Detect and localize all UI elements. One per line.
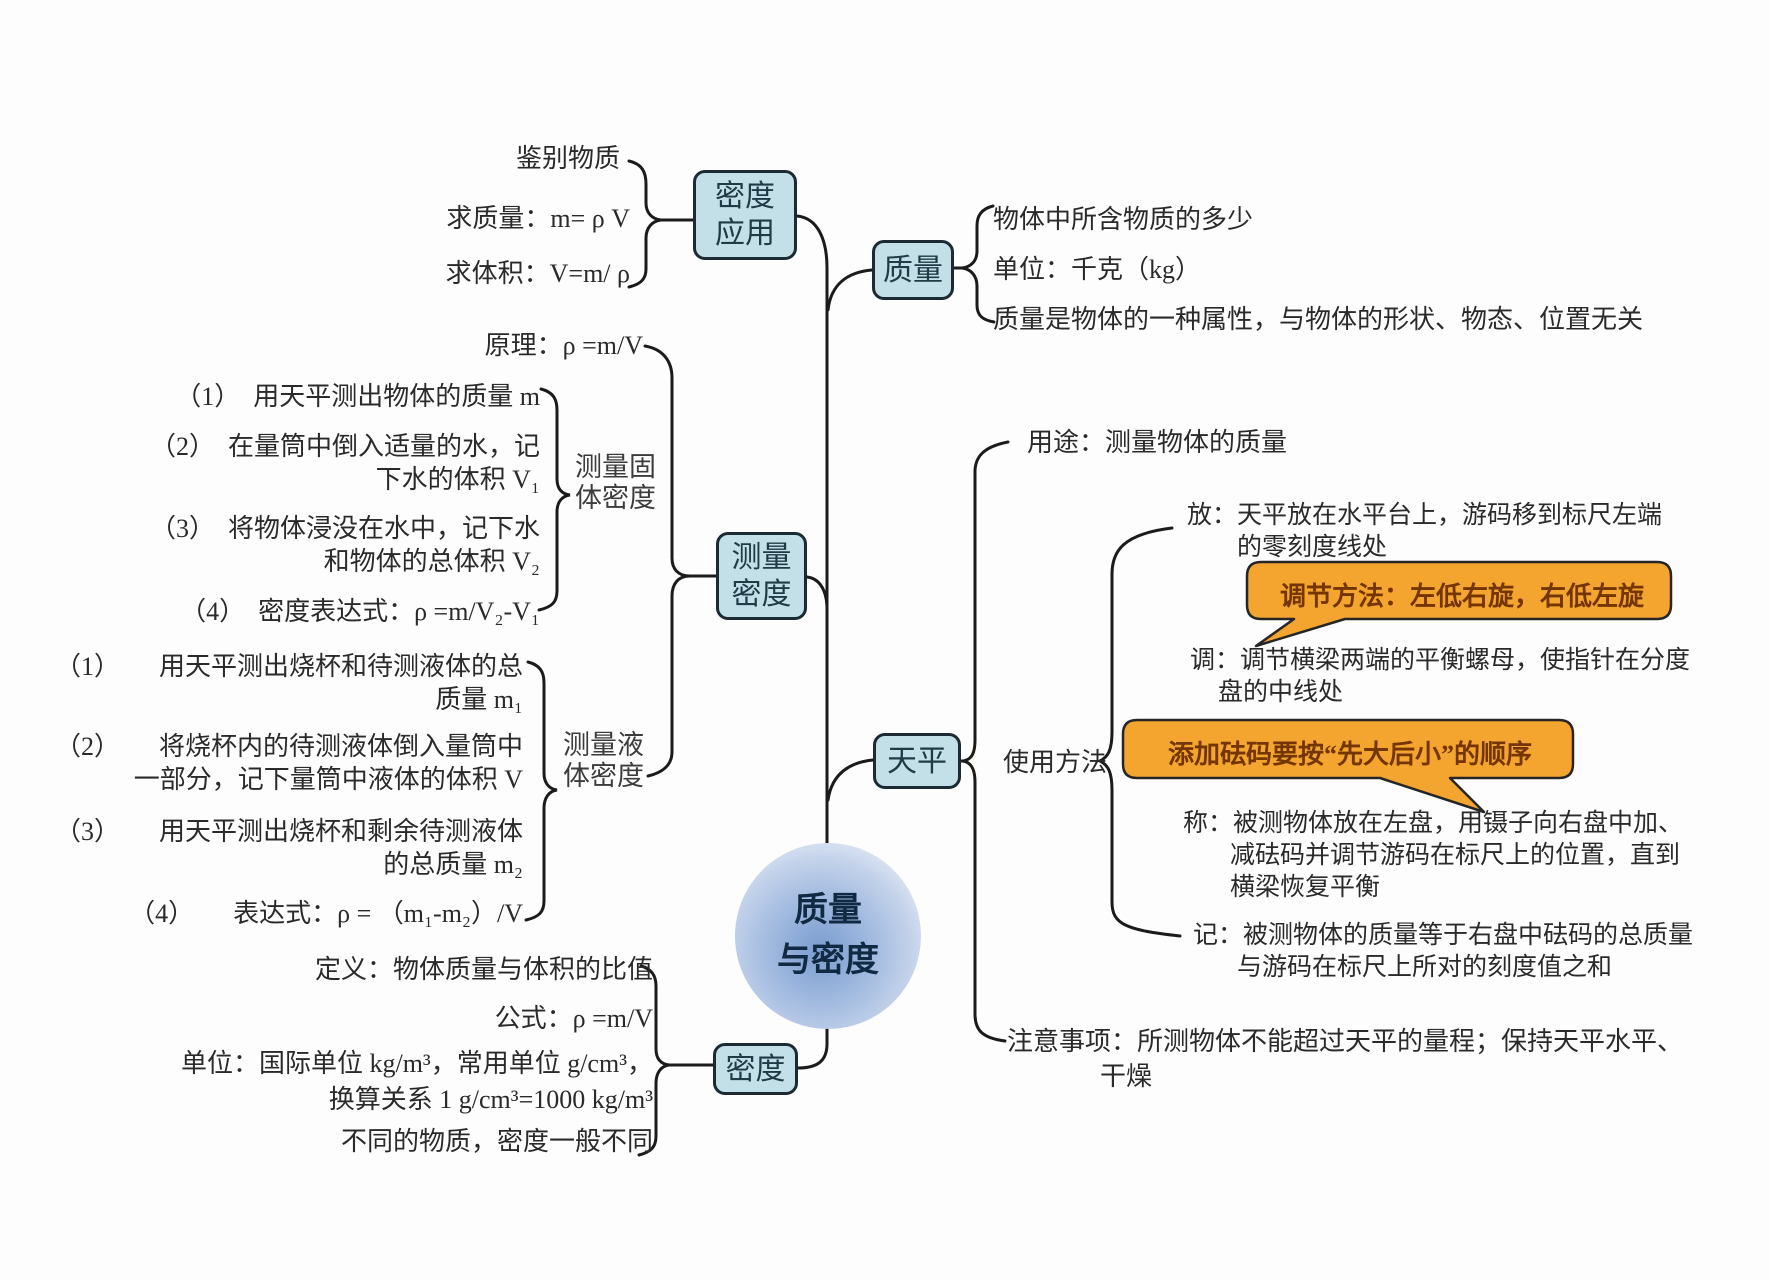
- liquid-step-1-line2: 质量 m₁: [435, 685, 523, 714]
- step-weigh-line1: 称：被测物体放在左盘，用镊子向右盘中加、: [1183, 810, 1684, 837]
- liquid-step-3: （3） 用天平测出烧杯和剩余待测液体 的总质量 m₂: [55, 815, 523, 881]
- step-read-line2: 与游码在标尺上所对的刻度值之和: [1237, 954, 1613, 981]
- step-adjust: 调：调节横梁两端的平衡螺母，使指针在分度 盘的中线处: [1190, 645, 1690, 709]
- solid-density-label: 测量固 体密度: [575, 452, 656, 514]
- brace-mass: [961, 204, 996, 324]
- mass-item-property: 质量是物体的一种属性，与物体的形状、物态、位置无关: [993, 305, 1644, 334]
- node-density-application[interactable]: 密度 应用: [693, 170, 797, 260]
- step-place-line1: 放：天平放在水平台上，游码移到标尺左端: [1187, 502, 1663, 529]
- solid-step-2-line2: 下水的体积 V₁: [375, 465, 540, 494]
- density-units-line2: 换算关系 1 g/cm³=1000 kg/m³: [328, 1085, 653, 1114]
- liquid-step-2: （2） 将烧杯内的待测液体倒入量筒中 一部分，记下量筒中液体的体积 V: [55, 730, 523, 796]
- liquid-step-3-line1: （3） 用天平测出烧杯和剩余待测液体: [54, 817, 523, 846]
- root-line2: 与密度: [777, 942, 879, 979]
- branch-measure-density: [805, 575, 829, 608]
- solid-step-4: （4） 密度表达式：ρ =m/V₂-V₁: [180, 597, 540, 626]
- step-place: 放：天平放在水平台上，游码移到标尺左端 的零刻度线处: [1187, 500, 1662, 564]
- principle-text: 原理：ρ =m/V: [484, 331, 643, 360]
- step-read-line1: 记：被测物体的质量等于右盘中砝码的总质量: [1193, 922, 1694, 949]
- liquid-density-label-line2: 体密度: [563, 761, 644, 791]
- root-topic[interactable]: 质量 与密度: [735, 843, 921, 1029]
- node-mass-label: 质量: [883, 253, 943, 287]
- liquid-step-1-line1: （1） 用天平测出烧杯和待测液体的总: [54, 652, 523, 681]
- callout-adjust-method: 调节方法：左低右旋，右低左旋: [1279, 582, 1644, 611]
- brace-density-app: [627, 159, 662, 289]
- app-item-find-volume: 求体积：V=m/ ρ: [445, 259, 630, 288]
- step-adjust-line2: 盘的中线处: [1218, 679, 1344, 706]
- callout2-bubble: [1121, 718, 1575, 814]
- liquid-density-label: 测量液 体密度: [563, 730, 644, 792]
- liquid-density-label-line1: 测量液: [563, 730, 644, 760]
- density-units-line1: 单位：国际单位 kg/m³，常用单位 g/cm³，: [180, 1049, 653, 1078]
- liquid-step-3-line2: 的总质量 m₂: [383, 850, 523, 879]
- step-place-line2: 的零刻度线处: [1237, 534, 1388, 561]
- step-weigh-line2: 减砝码并调节游码在标尺上的位置，直到: [1230, 842, 1681, 869]
- density-varies: 不同的物质，密度一般不同: [340, 1127, 653, 1156]
- node-balance-label: 天平: [887, 744, 947, 778]
- balance-notes-line1: 注意事项：所测物体不能超过天平的量程；保持天平水平、: [1007, 1027, 1684, 1056]
- node-density-application-line2: 应用: [715, 217, 775, 250]
- balance-notes-line2: 干燥: [1100, 1062, 1153, 1091]
- node-density-label: 密度: [725, 1052, 786, 1086]
- density-formula: 公式：ρ =m/V: [494, 1004, 653, 1033]
- solid-step-3-line2: 和物体的总体积 V₂: [323, 547, 540, 576]
- brace-liquid: [524, 660, 558, 922]
- node-density[interactable]: 密度: [713, 1043, 798, 1095]
- usage-method-label: 使用方法: [1003, 748, 1108, 777]
- callout1-bubble: [1245, 560, 1673, 648]
- callout-add-weights: 添加砝码要按“先大后小”的顺序: [1167, 740, 1532, 769]
- brace-usage: [1096, 526, 1182, 938]
- liquid-step-4: （4） 表达式：ρ = （m₁-m₂）/V: [129, 899, 523, 928]
- liquid-step-1: （1） 用天平测出烧杯和待测液体的总 质量 m₁: [55, 650, 523, 716]
- node-measure-density[interactable]: 测量 密度: [716, 532, 807, 620]
- brace-solid: [537, 387, 571, 612]
- node-density-application-line1: 密度: [715, 180, 775, 213]
- solid-step-1: （1） 用天平测出物体的质量 m: [175, 382, 540, 411]
- solid-step-3-line1: （3） 将物体浸没在水中，记下水: [149, 514, 540, 543]
- mass-item-unit: 单位：千克（kg）: [993, 255, 1202, 284]
- branch-density: [796, 1026, 829, 1070]
- step-adjust-line1: 调：调节横梁两端的平衡螺母，使指针在分度: [1190, 647, 1691, 674]
- trunk-line: [795, 214, 829, 847]
- branch-mass: [826, 268, 874, 312]
- solid-step-3: （3） 将物体浸没在水中，记下水 和物体的总体积 V₂: [150, 512, 540, 578]
- solid-density-label-line2: 体密度: [575, 483, 656, 513]
- balance-purpose: 用途：测量物体的质量: [1027, 428, 1288, 457]
- brace-measure-density: [643, 344, 691, 778]
- liquid-step-2-line2: 一部分，记下量筒中液体的体积 V: [133, 765, 523, 794]
- mass-item-definition: 物体中所含物质的多少: [993, 205, 1254, 234]
- branch-balance: [826, 758, 875, 802]
- step-weigh-line3: 横梁恢复平衡: [1230, 874, 1381, 901]
- solid-step-2-line1: （2） 在量筒中倒入适量的水，记: [149, 432, 540, 461]
- app-item-find-mass: 求质量：m= ρ V: [446, 204, 630, 233]
- node-mass[interactable]: 质量: [872, 240, 954, 300]
- liquid-step-2-line1: （2） 将烧杯内的待测液体倒入量筒中: [54, 732, 523, 761]
- step-weigh: 称：被测物体放在左盘，用镊子向右盘中加、 减砝码并调节游码在标尺上的位置，直到 …: [1183, 808, 1683, 904]
- root-line1: 质量: [794, 892, 862, 929]
- node-balance[interactable]: 天平: [873, 733, 961, 789]
- balance-notes: 注意事项：所测物体不能超过天平的量程；保持天平水平、 干燥: [1007, 1024, 1683, 1094]
- density-definition: 定义：物体质量与体积的比值: [314, 955, 653, 984]
- density-units: 单位：国际单位 kg/m³，常用单位 g/cm³， 换算关系 1 g/cm³=1…: [181, 1046, 653, 1118]
- solid-step-2: （2） 在量筒中倒入适量的水，记 下水的体积 V₁: [150, 430, 540, 496]
- solid-density-label-line1: 测量固: [575, 452, 656, 482]
- step-read: 记：被测物体的质量等于右盘中砝码的总质量 与游码在标尺上所对的刻度值之和: [1193, 920, 1693, 984]
- node-measure-density-line1: 测量: [731, 541, 792, 574]
- node-measure-density-line2: 密度: [731, 578, 792, 611]
- app-item-identify: 鉴别物质: [515, 144, 620, 173]
- brace-balance-outer: [962, 440, 1010, 1043]
